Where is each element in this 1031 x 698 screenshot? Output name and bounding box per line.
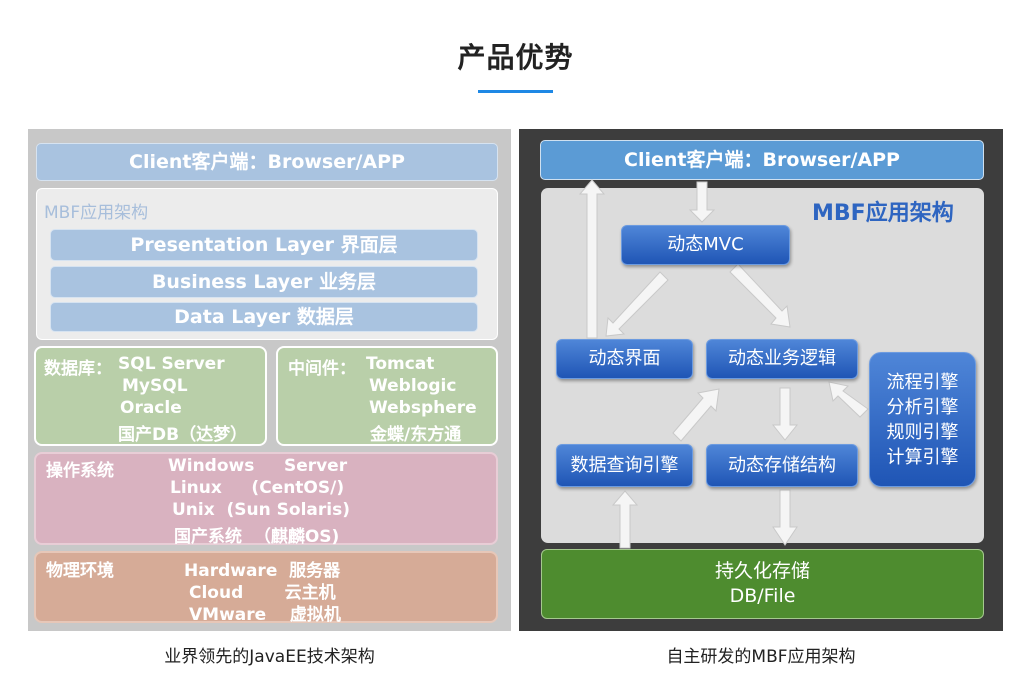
middleware-item: Websphere [369,398,477,418]
data-layer: Data Layer 数据层 [50,302,478,332]
arrow-ui-to-client [578,179,606,339]
data-query-engine-node: 数据查询引擎 [556,444,693,487]
arrow-persist-to-query [611,490,639,549]
os-item: 国产系统 （麒麟OS) [174,527,340,547]
right-caption: 自主研发的MBF应用架构 [666,647,856,667]
middleware-item: 金蝶/东方通 [370,425,462,445]
engines-node: 流程引擎 分析引擎 规则引擎 计算引擎 [869,352,976,487]
dynamic-storage-structure-node: 动态存储结构 [706,444,858,487]
os-label: 操作系统 [46,461,114,481]
section-title: 产品优势 [457,41,574,74]
database-item: 国产DB（达梦） [118,425,248,445]
middleware-item: Tomcat [366,354,435,374]
database-item: Oracle [120,398,182,418]
engine-label: 流程引擎 [886,372,959,393]
arrow-biz-to-storage [771,387,799,441]
os-item: Unix (Sun Solaris) [172,500,350,520]
presentation-layer: Presentation Layer 界面层 [50,229,478,261]
dynamic-mvc-node: 动态MVC [621,225,790,265]
os-item: Windows Server [168,456,348,476]
title-underline [478,90,553,93]
arrow-storage-to-persist [772,489,798,546]
dynamic-ui-node: 动态界面 [556,339,693,379]
physical-item: Cloud 云主机 [189,583,336,603]
left-caption: 业界领先的JavaEE技术架构 [164,647,375,667]
physical-item: Hardware 服务器 [184,561,341,581]
middleware-label: 中间件： [288,359,356,379]
arrow-mvc-to-biz [729,263,791,328]
dynamic-business-logic-node: 动态业务逻辑 [706,339,858,379]
os-box [34,452,498,545]
right-client-bar: Client客户端：Browser/APP [540,140,984,180]
os-item: Linux (CentOS/) [170,478,345,498]
engine-label: 分析引擎 [886,397,959,418]
database-item: SQL Server [118,354,225,374]
middleware-item: Weblogic [369,376,457,396]
persistent-storage-node: 持久化存储 DB/File [541,549,984,619]
right-mbf-label: MBF应用架构 [812,201,954,226]
database-item: MySQL [122,376,188,396]
database-label: 数据库： [44,359,112,379]
physical-label: 物理环境 [46,561,114,581]
engine-label: 规则引擎 [886,422,959,443]
middleware-box [276,346,498,446]
left-client-bar: Client客户端：Browser/APP [36,143,498,181]
business-layer: Business Layer 业务层 [50,266,478,298]
physical-box [34,551,498,623]
physical-item: VMware 虚拟机 [189,605,341,625]
persist-sub-label: DB/File [729,585,796,607]
persist-label: 持久化存储 [714,560,810,582]
arrow-mvc-to-ui [605,271,669,337]
arrow-client-to-mvc [688,181,716,223]
arrow-engines-to-biz [828,381,869,418]
engine-label: 计算引擎 [886,447,959,468]
database-box [34,346,267,446]
left-mbf-label: MBF应用架构 [44,203,149,223]
arrow-query-to-biz [672,388,720,442]
